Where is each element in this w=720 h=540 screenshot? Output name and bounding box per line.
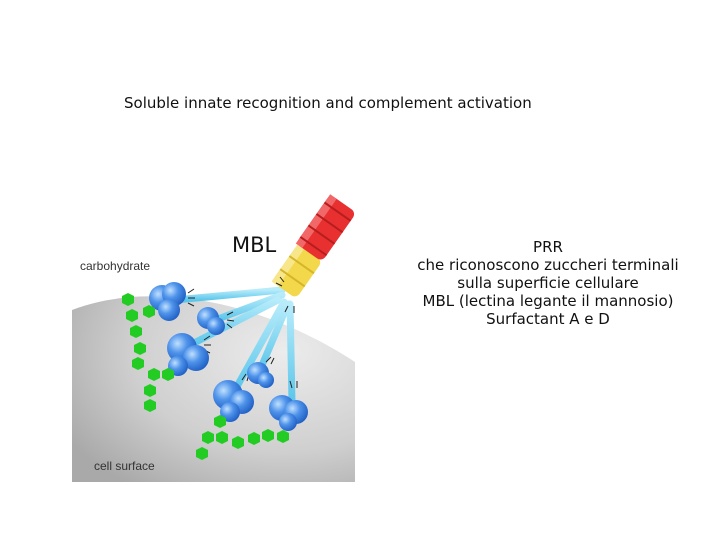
mbl-diagram-svg: carbohydrate cell surface [72,194,355,482]
neck-stalks [171,286,296,406]
mbl-label: MBL [232,233,277,257]
carbohydrate-chains [122,293,289,460]
lectin-heads [149,282,308,431]
desc-line-surfactant: Surfactant A e D [486,310,610,328]
desc-line-mbl: MBL (lectina legante il mannosio) [422,292,674,310]
collagen-tail [271,194,355,297]
mbl-diagram: carbohydrate cell surface [70,190,370,485]
desc-line-recognize: che riconoscono zuccheri terminali [417,256,679,274]
slide-title: Soluble innate recognition and complemen… [124,94,532,112]
cell-surface-label: cell surface [94,459,155,473]
desc-line-surface: sulla superficie cellulare [457,274,639,292]
desc-line-prr: PRR [533,238,563,256]
description-block: PRR che riconoscono zuccheri terminali s… [398,238,698,328]
carbohydrate-label: carbohydrate [80,259,150,273]
